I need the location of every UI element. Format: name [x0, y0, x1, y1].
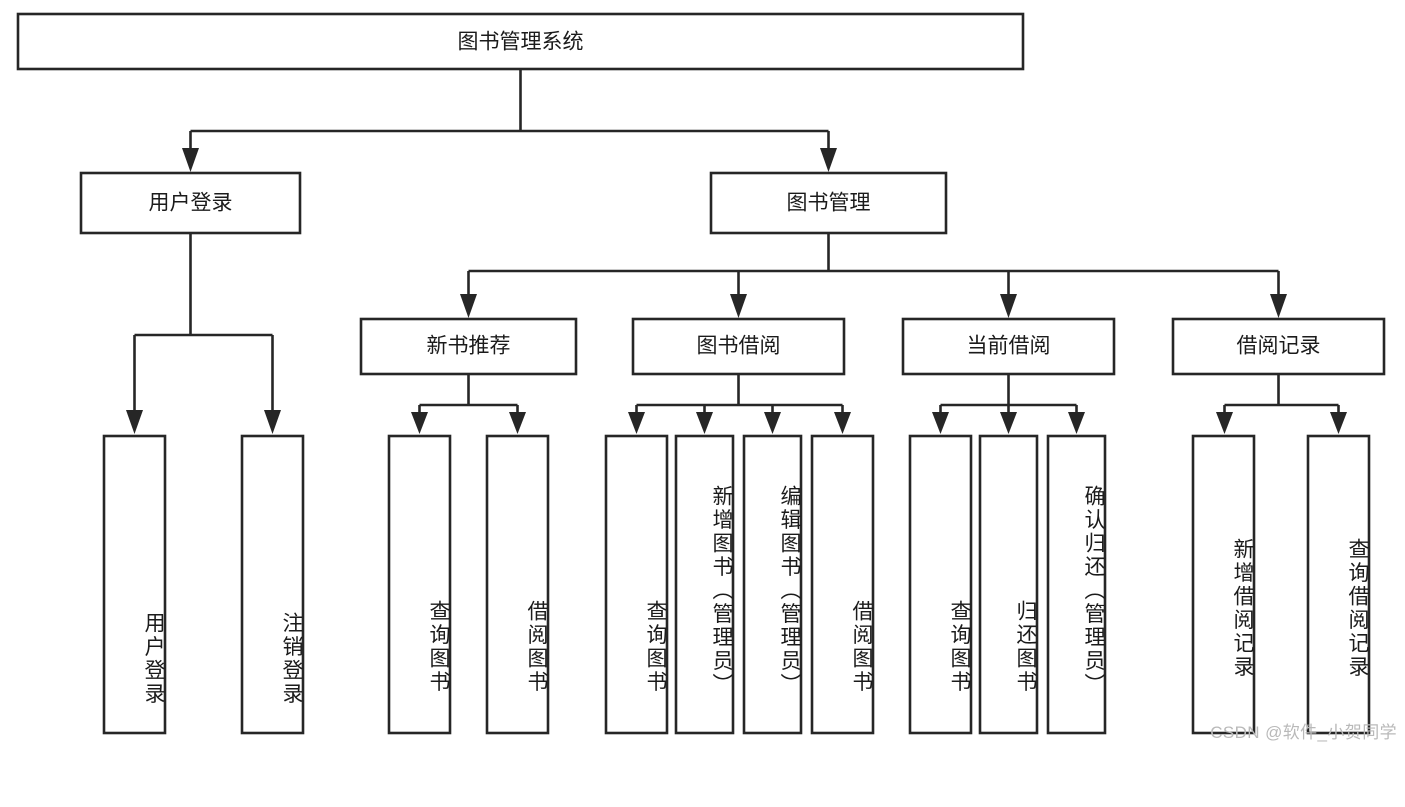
node-leaf-add-record-box[interactable] [1191, 434, 1256, 735]
node-leaf-borrow-book-2-box[interactable] [810, 434, 875, 735]
diagram-canvas: 图书管理系统 用户登录 图书管理 新书推荐 图书借阅 当前借阅 借阅记录 [16, 12, 1397, 742]
arrowhead-borrow-record [1270, 294, 1287, 318]
node-root-box[interactable] [16, 12, 1025, 71]
node-borrow-record-label: 借阅记录 [1237, 335, 1321, 358]
node-leaf-query-book-1-box[interactable] [387, 434, 452, 735]
connector-group-currentborrow [932, 374, 1085, 434]
connector-group-root [182, 69, 837, 172]
arrowhead-leaf-borrow-book-2 [834, 412, 851, 434]
node-book-manage-box[interactable] [709, 171, 948, 235]
node-user-login-box[interactable] [79, 171, 302, 235]
flowchart-svg: 图书管理系统 用户登录 图书管理 新书推荐 图书借阅 当前借阅 借阅记录 [16, 12, 1386, 735]
node-leaf-query-book-3-box[interactable] [908, 434, 973, 735]
node-leaf-return-book-box[interactable] [978, 434, 1039, 735]
arrowhead-current-borrow [1000, 294, 1017, 318]
connector-group-newbook [411, 374, 526, 434]
arrowhead-leaf-return-book [1000, 412, 1017, 434]
arrowhead-new-book-recommend [460, 294, 477, 318]
arrowhead-leaf-query-record [1330, 412, 1347, 434]
node-book-borrow[interactable]: 图书借阅 [631, 317, 846, 376]
arrowhead-bookmanage [820, 148, 837, 172]
node-leaf-user-login-box[interactable] [102, 434, 167, 735]
leaf-boxes [102, 434, 1371, 735]
arrowhead-leaf-query-book-3 [932, 412, 949, 434]
node-leaf-edit-book-box[interactable] [742, 434, 803, 735]
arrowhead-leaf-add-book [696, 412, 713, 434]
arrowhead-leaf-add-record [1216, 412, 1233, 434]
node-new-book-recommend-box[interactable] [359, 317, 578, 376]
arrowhead-leaf-user-login [126, 410, 143, 434]
watermark-text: CSDN @软件_小贺同学 [1210, 723, 1397, 742]
node-leaf-borrow-book-1-box[interactable] [485, 434, 550, 735]
node-book-borrow-box[interactable] [631, 317, 846, 376]
node-leaf-query-book-2-box[interactable] [604, 434, 669, 735]
node-book-manage[interactable]: 图书管理 [709, 171, 948, 235]
node-book-manage-label: 图书管理 [787, 192, 871, 215]
node-leaf-add-book-box[interactable] [674, 434, 735, 735]
arrowhead-book-borrow [730, 294, 747, 318]
arrowhead-leaf-query-book-1 [411, 412, 428, 434]
node-user-login[interactable]: 用户登录 [79, 171, 302, 235]
node-current-borrow-label: 当前借阅 [967, 335, 1051, 358]
arrowhead-leaf-borrow-book-1 [509, 412, 526, 434]
node-leaf-query-record-box[interactable] [1306, 434, 1371, 735]
connector-group-userlogin [126, 233, 281, 434]
node-borrow-record-box[interactable] [1171, 317, 1386, 376]
node-root[interactable]: 图书管理系统 [16, 12, 1025, 71]
node-book-borrow-label: 图书借阅 [697, 335, 781, 358]
connector-group-borrowrecord [1216, 374, 1347, 434]
node-new-book-recommend[interactable]: 新书推荐 [359, 317, 578, 376]
arrowhead-leaf-user-logout [264, 410, 281, 434]
node-leaf-confirm-return-box[interactable] [1046, 434, 1107, 735]
connector-group-bookmanage [460, 233, 1287, 318]
node-current-borrow[interactable]: 当前借阅 [901, 317, 1116, 376]
arrowhead-leaf-confirm-return [1068, 412, 1085, 434]
arrowhead-userlogin [182, 148, 199, 172]
node-current-borrow-box[interactable] [901, 317, 1116, 376]
arrowhead-leaf-edit-book [764, 412, 781, 434]
node-user-login-label: 用户登录 [149, 192, 233, 215]
node-new-book-recommend-label: 新书推荐 [427, 335, 511, 358]
connector-group-bookborrow [628, 374, 851, 434]
arrowhead-leaf-query-book-2 [628, 412, 645, 434]
node-borrow-record[interactable]: 借阅记录 [1171, 317, 1386, 376]
node-root-label: 图书管理系统 [458, 31, 584, 54]
node-leaf-user-logout-box[interactable] [240, 434, 305, 735]
